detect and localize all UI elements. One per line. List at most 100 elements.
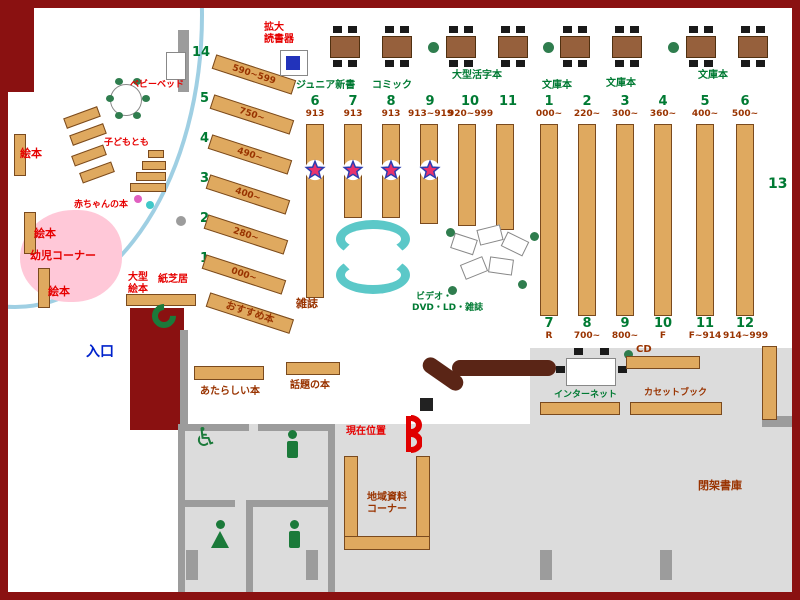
shelf-number: 5 — [200, 91, 210, 106]
chair-icon — [449, 60, 458, 67]
floor-lower — [185, 424, 792, 592]
womens-toilet-icon — [210, 520, 230, 548]
stack-range: 700~ — [573, 331, 601, 341]
baby-bed — [166, 52, 186, 80]
stack-number: 8 — [386, 94, 396, 109]
chair-icon — [333, 26, 342, 33]
chair-icon — [464, 26, 473, 33]
chair-icon — [741, 60, 750, 67]
chair-icon — [385, 60, 394, 67]
plant-icon — [518, 280, 527, 289]
shelf-diagonal: 000~ — [201, 254, 287, 295]
chair-icon — [556, 366, 565, 373]
reading-table — [738, 36, 768, 58]
shelf-range: 000~ — [229, 266, 258, 284]
pillar — [540, 550, 552, 580]
local-materials-label: 地域資料 — [367, 492, 407, 503]
chair-icon — [400, 26, 409, 33]
plant-icon — [428, 42, 439, 53]
internet-table — [566, 358, 616, 386]
stack-number: 8 — [582, 316, 592, 331]
plant-icon — [446, 228, 455, 237]
wall-segment — [246, 507, 253, 592]
book-stack — [578, 124, 596, 316]
reading-table — [498, 36, 528, 58]
video-label: DVD・LD・雑誌 — [412, 303, 484, 313]
shelf-number: 4 — [200, 131, 210, 146]
recommend-star-icon — [304, 159, 326, 181]
chair-icon — [756, 60, 765, 67]
chair-icon — [501, 26, 510, 33]
stack-number: 9 — [425, 94, 435, 109]
chair-icon — [630, 26, 639, 33]
stack-number: 1 — [544, 94, 554, 109]
book-stack — [458, 124, 476, 226]
wall-segment — [180, 330, 188, 424]
picture-book-shelf — [24, 212, 36, 254]
shelf-diagonal: 280~ — [203, 214, 289, 255]
reading-table — [330, 36, 360, 58]
plant-icon — [624, 350, 633, 359]
genre-comic-label: コミック — [372, 80, 412, 91]
chair-icon — [501, 60, 510, 67]
plant-icon — [530, 232, 539, 241]
wall-segment — [246, 500, 328, 507]
reading-table — [446, 36, 476, 58]
chair-icon — [400, 60, 409, 67]
av-table — [450, 232, 478, 256]
step-shelf — [130, 183, 166, 192]
chair-icon — [630, 60, 639, 67]
stack-range: R — [545, 331, 553, 341]
recommend-star-icon — [419, 159, 441, 181]
wall-left — [0, 0, 8, 600]
stack-number: 10 — [460, 94, 480, 109]
shelf-range: 280~ — [231, 226, 260, 244]
stack-range: 913 — [343, 109, 363, 119]
step-shelf — [136, 172, 166, 181]
magnifier-reader-icon — [286, 56, 300, 70]
chair-icon — [115, 78, 123, 85]
pillar — [306, 550, 318, 580]
topical-books-label: 話題の本 — [290, 380, 330, 391]
stack-number: 5 — [700, 94, 710, 109]
chair-icon — [516, 60, 525, 67]
shelf-range: 400~ — [233, 186, 262, 204]
av-table — [488, 256, 514, 276]
cassette-shelf — [630, 402, 722, 415]
stack-number: 2 — [582, 94, 592, 109]
stool-icon — [146, 201, 154, 209]
magazine-rack — [336, 220, 410, 258]
reading-table — [686, 36, 716, 58]
ehon-label: 絵本 — [48, 285, 70, 298]
chair-icon — [578, 60, 587, 67]
cassette-shelf — [540, 402, 620, 415]
stack-range: 000~ — [535, 109, 563, 119]
wall-segment — [258, 424, 328, 431]
reading-table — [612, 36, 642, 58]
shelf-diagonal: 490~ — [207, 134, 293, 175]
wall-segment — [185, 424, 249, 431]
chair-icon — [704, 26, 713, 33]
stack-number: 7 — [348, 94, 358, 109]
wall-segment — [178, 424, 185, 592]
recommended-books-shelf: おすすめ本 — [205, 292, 295, 334]
shelf-diagonal: 400~ — [205, 174, 291, 215]
book-stack — [696, 124, 714, 316]
recommend-star-icon — [342, 159, 364, 181]
chair-icon — [333, 60, 342, 67]
stack-number: 6 — [740, 94, 750, 109]
chair-icon — [385, 26, 394, 33]
mens-toilet-icon — [284, 520, 304, 548]
wall-right — [792, 0, 800, 600]
picture-book-shelf — [38, 268, 50, 308]
reading-table — [560, 36, 590, 58]
chair-icon — [574, 348, 583, 355]
shelf-number: 3 — [200, 171, 210, 186]
